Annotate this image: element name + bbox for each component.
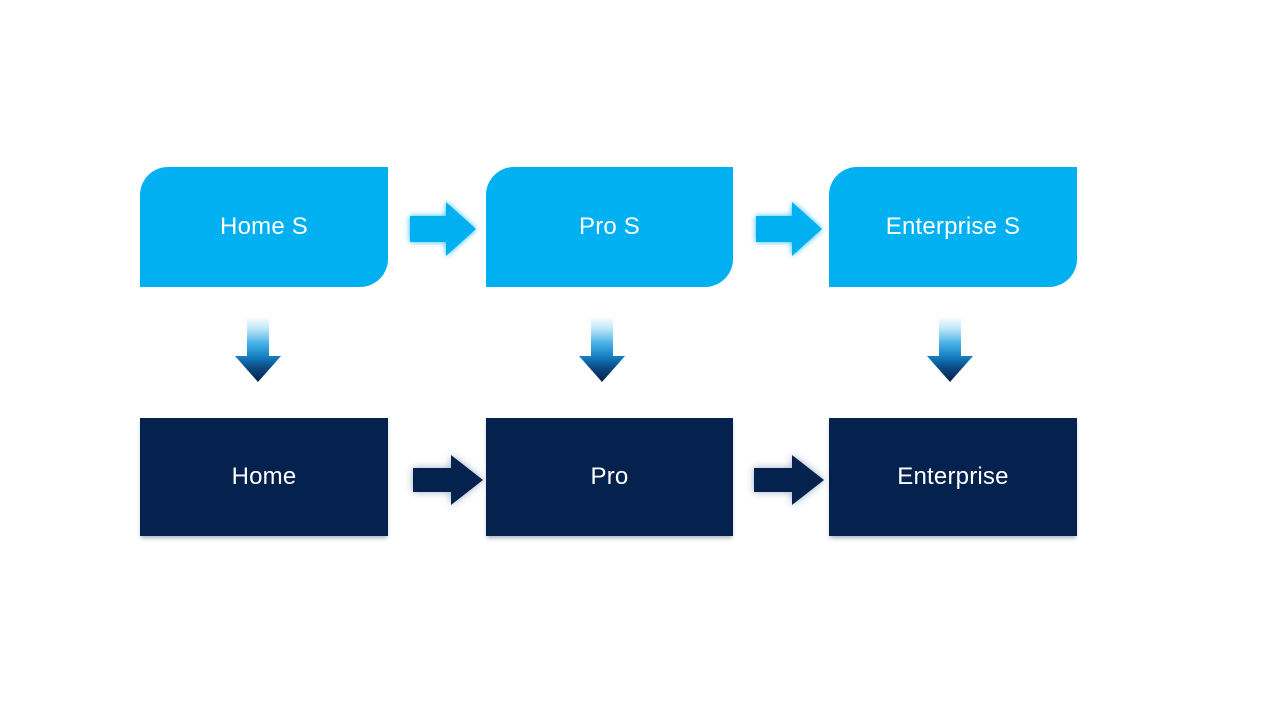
down-arrow-icon	[579, 318, 625, 382]
node-label: Pro	[590, 463, 629, 490]
right-arrow-icon	[410, 202, 476, 256]
node-home: Home	[140, 418, 388, 536]
node-enterprise-s: Enterprise S	[829, 167, 1077, 287]
node-label: Enterprise S	[885, 213, 1021, 240]
right-arrow-icon	[756, 202, 822, 256]
right-arrow-icon	[413, 455, 483, 505]
node-label: Home	[231, 463, 297, 490]
down-arrow-icon	[235, 318, 281, 382]
node-pro: Pro	[486, 418, 733, 536]
node-pro-s: Pro S	[486, 167, 733, 287]
node-label: Home S	[220, 213, 308, 240]
node-label: Enterprise	[897, 463, 1009, 490]
node-home-s: Home S	[140, 167, 388, 287]
down-arrow-icon	[927, 318, 973, 382]
node-label: Pro S	[578, 213, 641, 240]
node-enterprise: Enterprise	[829, 418, 1077, 536]
right-arrow-icon	[754, 455, 824, 505]
